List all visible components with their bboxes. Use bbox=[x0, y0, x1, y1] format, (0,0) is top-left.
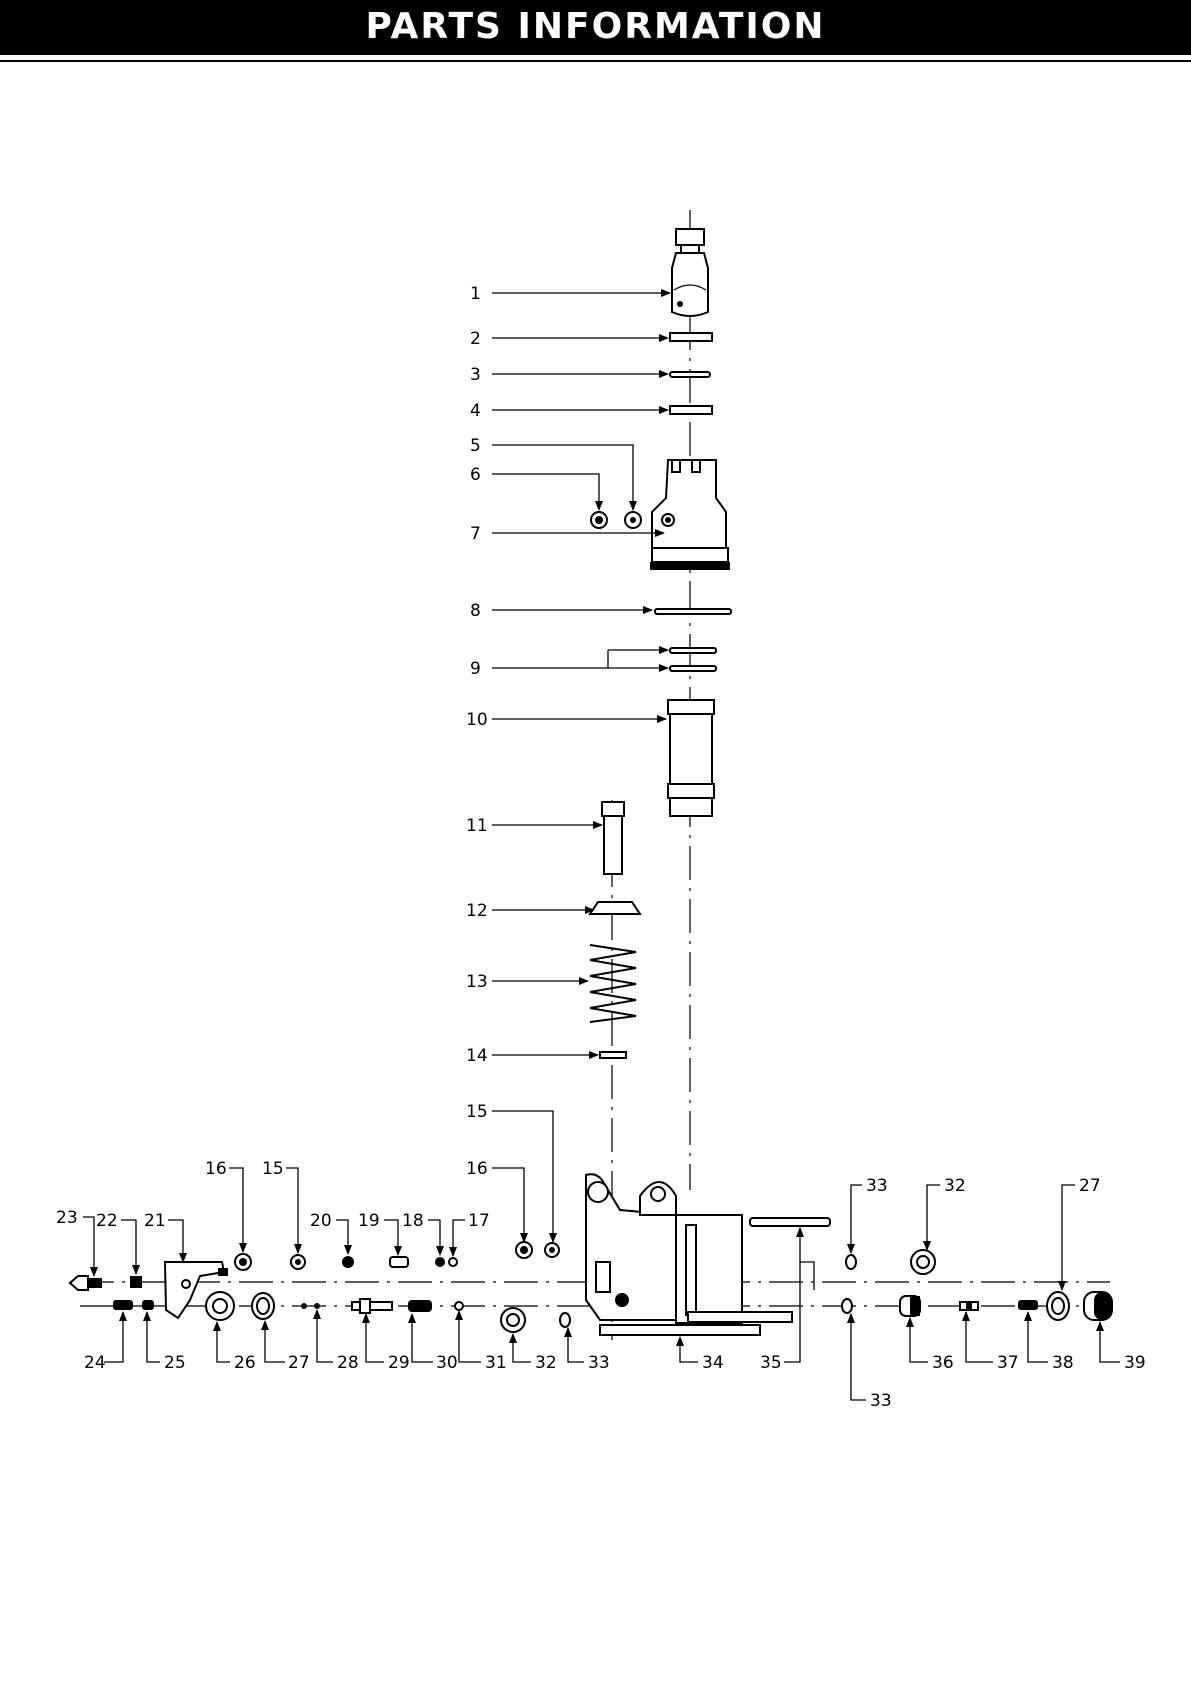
part-29-valve-stem bbox=[352, 1299, 392, 1313]
callout-27-top: 27 bbox=[1079, 1176, 1101, 1196]
callout-17: 17 bbox=[468, 1211, 490, 1231]
callout-33-top: 33 bbox=[866, 1176, 888, 1196]
callout-19: 19 bbox=[358, 1211, 380, 1231]
part-22-nut bbox=[130, 1276, 142, 1288]
part-32-plug bbox=[501, 1308, 525, 1332]
callout-31: 31 bbox=[485, 1353, 507, 1373]
part-15-seal bbox=[291, 1255, 305, 1269]
callout-8: 8 bbox=[470, 601, 481, 621]
callout-27-bottom: 27 bbox=[288, 1353, 310, 1373]
callout-18: 18 bbox=[402, 1211, 424, 1231]
callout-1: 1 bbox=[470, 284, 481, 304]
part-30-spring bbox=[408, 1300, 432, 1312]
callout-21: 21 bbox=[144, 1211, 166, 1231]
callout-20: 20 bbox=[310, 1211, 332, 1231]
part-33c-ring bbox=[842, 1299, 852, 1313]
callout-32-top: 32 bbox=[944, 1176, 966, 1196]
part-31-ball bbox=[455, 1302, 463, 1310]
callout-10: 10 bbox=[466, 710, 488, 730]
callout-34: 34 bbox=[702, 1353, 724, 1373]
callout-5: 5 bbox=[470, 436, 481, 456]
callout-30: 30 bbox=[436, 1353, 458, 1373]
callout-16-left: 16 bbox=[205, 1159, 227, 1179]
callout-14: 14 bbox=[466, 1046, 488, 1066]
callout-35: 35 bbox=[760, 1353, 782, 1373]
part-33a-ring bbox=[846, 1255, 856, 1269]
callout-7: 7 bbox=[470, 524, 481, 544]
part-34-base bbox=[586, 1174, 792, 1335]
part-1-release-valve-top bbox=[672, 229, 708, 316]
callout-33-lowest: 33 bbox=[870, 1391, 892, 1411]
part-32a-plug bbox=[911, 1250, 935, 1274]
part-20-ball bbox=[342, 1256, 354, 1268]
part-9-o-rings bbox=[670, 648, 716, 671]
part-3-o-ring bbox=[670, 372, 710, 377]
part-4-backup-ring bbox=[670, 406, 712, 414]
part-27-ring bbox=[252, 1293, 274, 1319]
callout-29: 29 bbox=[388, 1353, 410, 1373]
part-14-pin bbox=[600, 1052, 626, 1058]
part-18-ball bbox=[435, 1257, 445, 1267]
callout-28: 28 bbox=[337, 1353, 359, 1373]
callout-38: 38 bbox=[1052, 1353, 1074, 1373]
callout-11: 11 bbox=[466, 816, 488, 836]
part-10-cylinder bbox=[668, 700, 714, 816]
part-17-ring bbox=[449, 1258, 457, 1266]
callout-36: 36 bbox=[932, 1353, 954, 1373]
callout-2: 2 bbox=[470, 329, 481, 349]
callout-13: 13 bbox=[466, 972, 488, 992]
part-15b-seal bbox=[545, 1243, 559, 1257]
callout-6: 6 bbox=[470, 465, 481, 485]
part-16b-plug bbox=[516, 1242, 532, 1258]
callout-12: 12 bbox=[466, 901, 488, 921]
part-16-plug bbox=[235, 1254, 251, 1270]
part-19-spring bbox=[390, 1257, 408, 1267]
part-7-pump-body bbox=[650, 460, 730, 570]
part-24-pin bbox=[113, 1300, 133, 1310]
part-33-ring bbox=[560, 1313, 570, 1327]
part-26-bushing bbox=[206, 1292, 234, 1320]
part-37-valve bbox=[960, 1302, 978, 1310]
part-38-spring bbox=[1018, 1300, 1038, 1310]
callout-39: 39 bbox=[1124, 1353, 1146, 1373]
part-39-cap bbox=[1084, 1292, 1112, 1320]
callout-15-top: 15 bbox=[466, 1102, 488, 1122]
part-5-seal bbox=[625, 512, 641, 528]
part-6-plug bbox=[591, 512, 607, 528]
callout-15-left: 15 bbox=[262, 1159, 284, 1179]
part-11-pump-piston bbox=[602, 802, 624, 874]
part-27a-ring bbox=[1047, 1292, 1069, 1320]
callout-33-bottom: 33 bbox=[588, 1353, 610, 1373]
part-36-plug bbox=[900, 1296, 920, 1316]
callout-37: 37 bbox=[997, 1353, 1019, 1373]
callout-3: 3 bbox=[470, 365, 481, 385]
callout-9: 9 bbox=[470, 659, 481, 679]
part-2-washer bbox=[670, 333, 712, 341]
part-8-ring bbox=[655, 609, 731, 614]
callout-25: 25 bbox=[164, 1353, 186, 1373]
callout-16-top: 16 bbox=[466, 1159, 488, 1179]
part-35-handle bbox=[750, 1218, 830, 1226]
callout-26: 26 bbox=[234, 1353, 256, 1373]
callout-23: 23 bbox=[56, 1208, 78, 1228]
callout-22: 22 bbox=[96, 1211, 118, 1231]
callout-32-bottom: 32 bbox=[535, 1353, 557, 1373]
part-12-spring-cap bbox=[590, 902, 640, 914]
part-23-bolt bbox=[70, 1276, 102, 1290]
callout-4: 4 bbox=[470, 401, 481, 421]
part-25-ball bbox=[142, 1300, 154, 1310]
callout-24: 24 bbox=[84, 1353, 106, 1373]
part-13-spring bbox=[590, 945, 636, 1022]
